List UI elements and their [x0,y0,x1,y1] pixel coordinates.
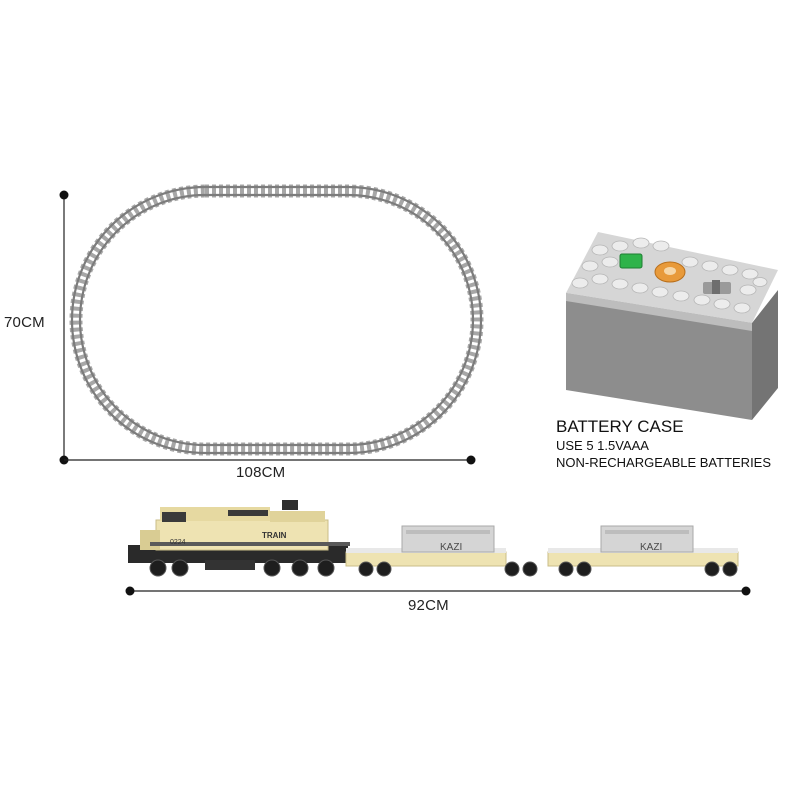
track-height-label: 70CM [4,314,45,331]
battery-case [566,232,778,420]
train [128,500,739,577]
battery-switch-button [619,253,643,269]
train-length-dimension-line [125,586,751,596]
battery-case-note: NON-RECHARGEABLE BATTERIES [556,455,772,470]
battery-case-instruction: USE 5 1.5VAAA [556,438,649,453]
cargo-label-1: KAZI [440,542,462,553]
locomotive-text: TRAIN [262,531,287,540]
cargo-label-2: KAZI [640,542,662,553]
flatcar-1 [345,525,538,577]
width-dimension-line [64,455,476,465]
flatcar-2 [547,525,739,577]
oval-track [69,184,484,456]
train-length-label: 92CM [408,597,449,614]
locomotive [128,500,350,577]
locomotive-number: 0224 [170,539,186,546]
battery-case-title: BATTERY CASE [556,417,684,436]
track-width-label: 108CM [236,464,286,481]
height-dimension-line [59,190,69,465]
